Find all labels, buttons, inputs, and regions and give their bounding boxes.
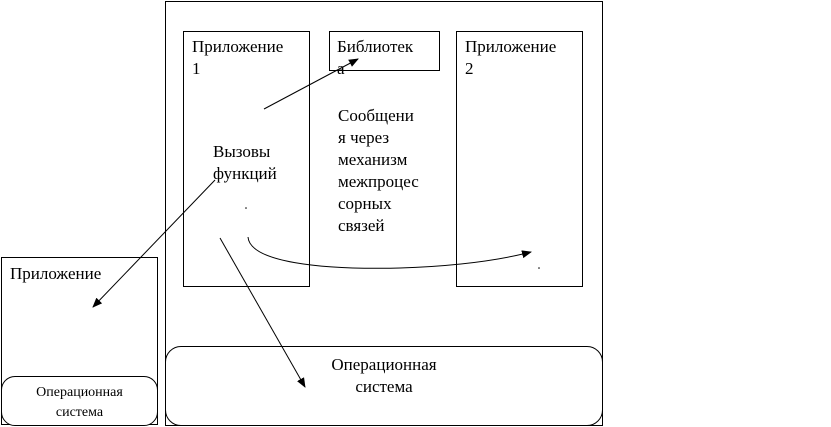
os-main-label: Операционная система	[331, 355, 437, 396]
app2-label: Приложение 2	[465, 37, 557, 78]
app2-box	[456, 31, 583, 287]
remote-app-label: Приложение	[10, 264, 102, 283]
dot-marker	[245, 207, 247, 209]
function-calls-label: Вызовы функций	[213, 142, 277, 183]
remote-os-label: Операционная система	[36, 385, 123, 420]
app1-label: Приложение 1	[192, 37, 284, 78]
arrow-ipc-curve	[247, 236, 532, 269]
remote-os-box	[1, 376, 158, 426]
os-main-box	[165, 346, 603, 426]
dot-marker	[538, 267, 540, 269]
app1-box	[183, 31, 310, 287]
arrow-to-remote-app	[92, 179, 216, 308]
arrow-to-os	[219, 237, 306, 388]
arrow-to-library	[263, 58, 359, 110]
ipc-messages-label: Сообщени я через механизм межпроцес сорн…	[338, 106, 419, 235]
